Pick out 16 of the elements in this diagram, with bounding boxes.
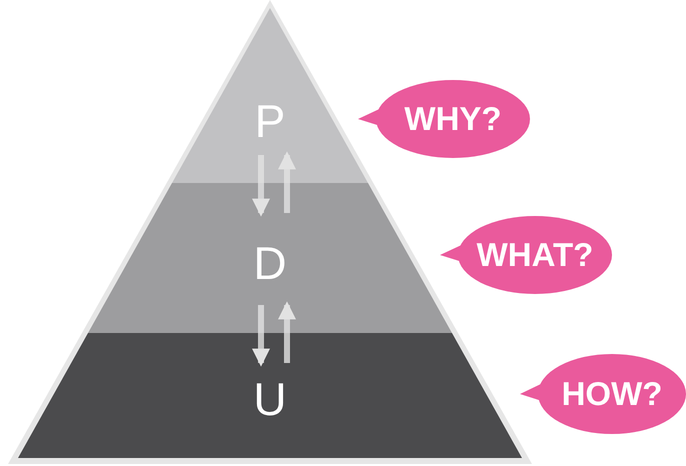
layer-letter: U (252, 372, 288, 426)
layer-letter: P (254, 94, 286, 148)
pyramid-layer (18, 333, 522, 458)
arrow (252, 305, 270, 367)
speech-bubble (358, 80, 530, 158)
layer-letter: D (252, 236, 288, 290)
speech-bubble (440, 216, 612, 294)
question-label: WHAT? (476, 236, 594, 274)
question-label: WHY? (403, 100, 503, 138)
question-label: HOW? (560, 375, 664, 413)
pyramid-layer (172, 8, 368, 183)
arrow (278, 301, 296, 363)
pyramid-layer (88, 183, 452, 333)
speech-bubble (520, 354, 686, 434)
arrow (278, 151, 296, 213)
arrow (252, 155, 270, 217)
